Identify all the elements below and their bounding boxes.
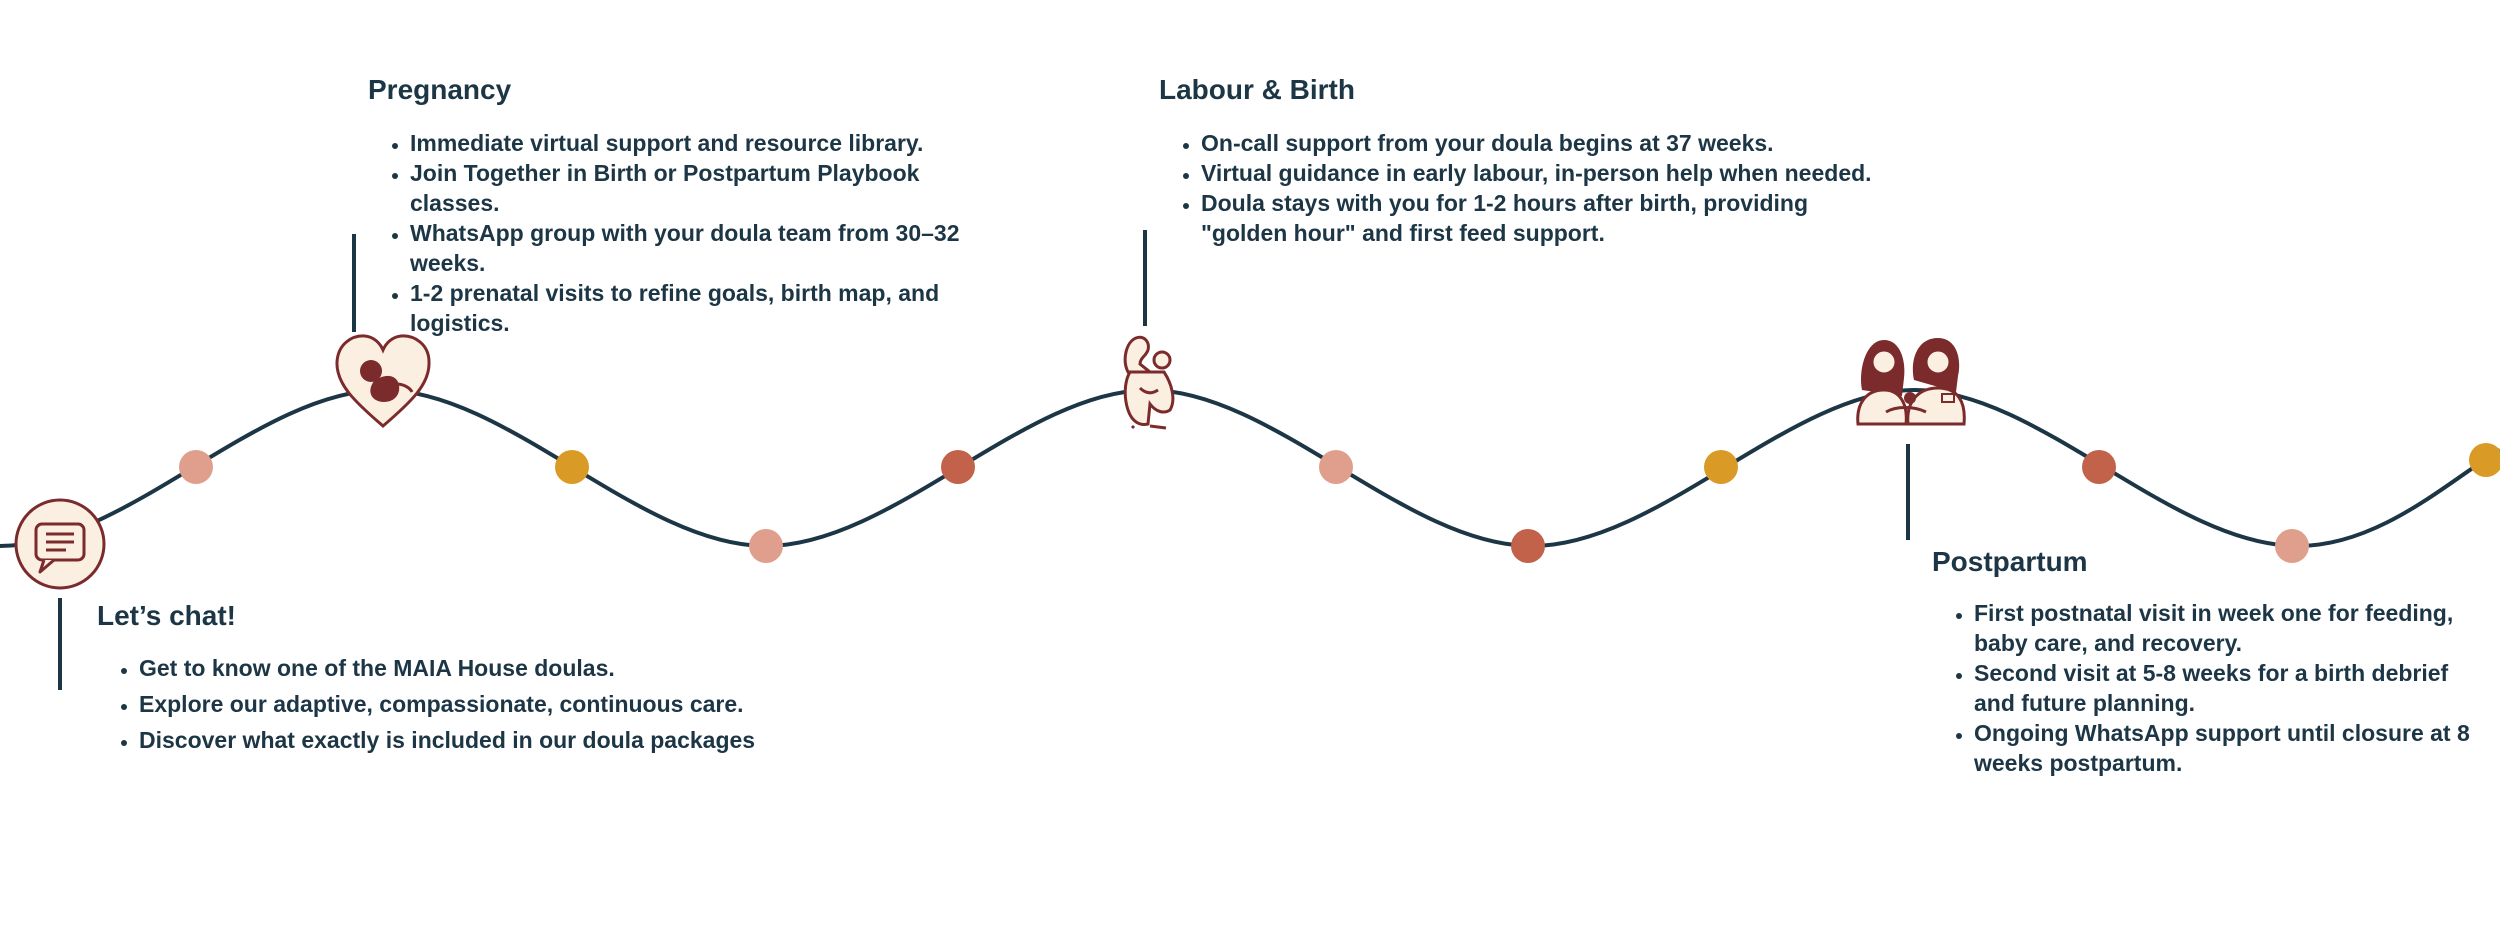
- list-item: WhatsApp group with your doula team from…: [410, 218, 988, 278]
- stage-list: Get to know one of the MAIA House doulas…: [97, 650, 857, 758]
- stage-pregnancy: Pregnancy Immediate virtual support and …: [368, 74, 988, 338]
- wave-dot: [1319, 450, 1353, 484]
- list-item: Discover what exactly is included in our…: [139, 722, 857, 758]
- doula-mother-icon: [1123, 335, 1175, 430]
- wave-dot: [2469, 443, 2500, 477]
- wave-dot: [1704, 450, 1738, 484]
- stage-title: Labour & Birth: [1159, 74, 1355, 105]
- list-item: Join Together in Birth or Postpartum Pla…: [410, 158, 988, 218]
- list-item: Ongoing WhatsApp support until closure a…: [1974, 718, 2472, 778]
- list-item: First postnatal visit in week one for fe…: [1974, 598, 2472, 658]
- chat-bubble-icon: [14, 498, 106, 590]
- list-item: 1-2 prenatal visits to refine goals, bir…: [410, 278, 988, 338]
- list-item: Immediate virtual support and resource l…: [410, 128, 988, 158]
- stage-title: Let’s chat!: [97, 600, 236, 631]
- wave-dot: [179, 450, 213, 484]
- stage-list: On-call support from your doula begins a…: [1159, 128, 1879, 248]
- stage-list: First postnatal visit in week one for fe…: [1932, 598, 2472, 778]
- wave-dot: [1511, 529, 1545, 563]
- stage-lets-chat: Let’s chat! Get to know one of the MAIA …: [97, 600, 857, 758]
- stage-title: Postpartum: [1932, 546, 2088, 577]
- list-item: Doula stays with you for 1-2 hours after…: [1201, 188, 1879, 248]
- stage-list: Immediate virtual support and resource l…: [368, 128, 988, 338]
- list-item: On-call support from your doula begins a…: [1201, 128, 1879, 158]
- list-item: Virtual guidance in early labour, in-per…: [1201, 158, 1879, 188]
- wave-dot: [2275, 529, 2309, 563]
- stage-labour-birth: Labour & Birth On-call support from your…: [1159, 74, 1879, 248]
- wave-dot: [749, 529, 783, 563]
- wave-dot: [2082, 450, 2116, 484]
- list-item: Second visit at 5-8 weeks for a birth de…: [1974, 658, 2472, 718]
- heart-fetus-icon: [335, 334, 431, 428]
- wave-dot: [941, 450, 975, 484]
- wave-dot: [555, 450, 589, 484]
- parents-baby-icon: [1856, 338, 1966, 426]
- list-item: Get to know one of the MAIA House doulas…: [139, 650, 857, 686]
- stage-postpartum: Postpartum First postnatal visit in week…: [1932, 546, 2472, 778]
- list-item: Explore our adaptive, compassionate, con…: [139, 686, 857, 722]
- stage-title: Pregnancy: [368, 74, 512, 105]
